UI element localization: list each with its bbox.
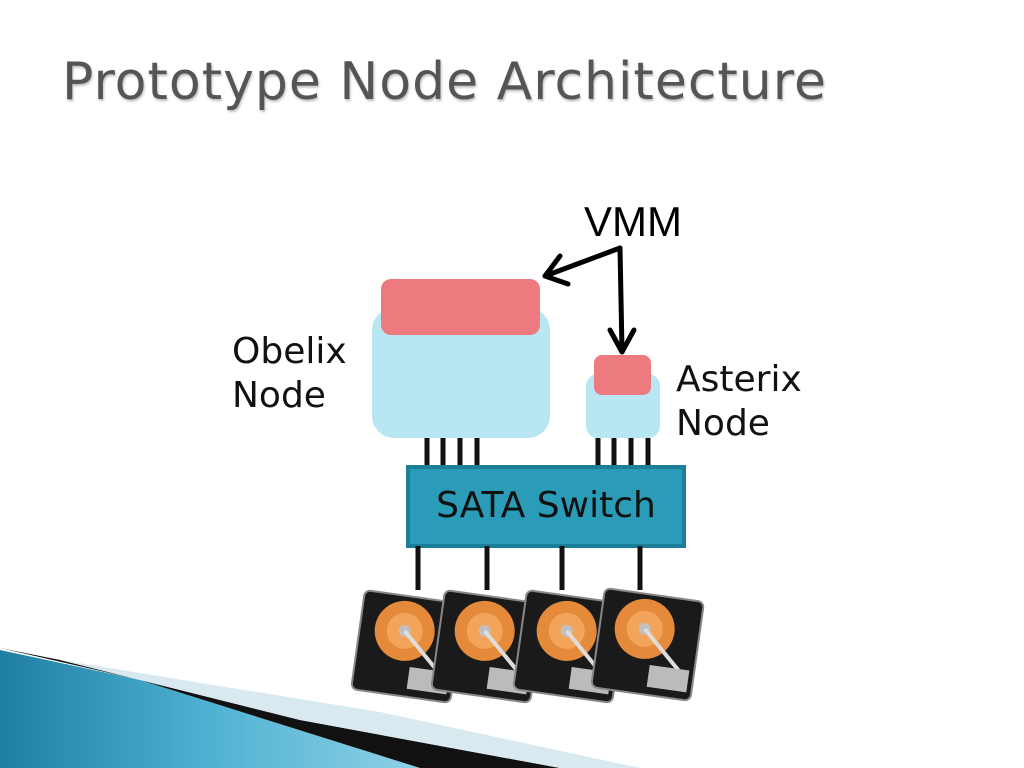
obelix-vmm-box xyxy=(381,279,540,335)
asterix-vmm-box xyxy=(594,355,651,395)
sata-switch-box xyxy=(406,465,686,548)
asterix-switch-links xyxy=(595,438,651,468)
vmm-label: VMM xyxy=(584,198,682,245)
hard-drive-icon xyxy=(590,587,705,702)
arrow-icon xyxy=(542,245,637,355)
page-title: Prototype Node Architecture xyxy=(62,52,827,112)
sata-switch-label: SATA Switch xyxy=(436,485,656,526)
asterix-label-line1: Asterix xyxy=(676,359,802,400)
obelix-node-label: Obelix Node xyxy=(232,330,347,418)
obelix-label-line1: Obelix xyxy=(232,331,347,372)
obelix-label-line2: Node xyxy=(232,375,326,416)
asterix-label-line2: Node xyxy=(676,403,770,444)
switch-disk-links xyxy=(415,546,643,590)
asterix-node-label: Asterix Node xyxy=(676,358,802,446)
hard-drive-disks xyxy=(350,587,705,704)
obelix-node-box xyxy=(372,308,550,438)
obelix-switch-links xyxy=(424,438,480,468)
